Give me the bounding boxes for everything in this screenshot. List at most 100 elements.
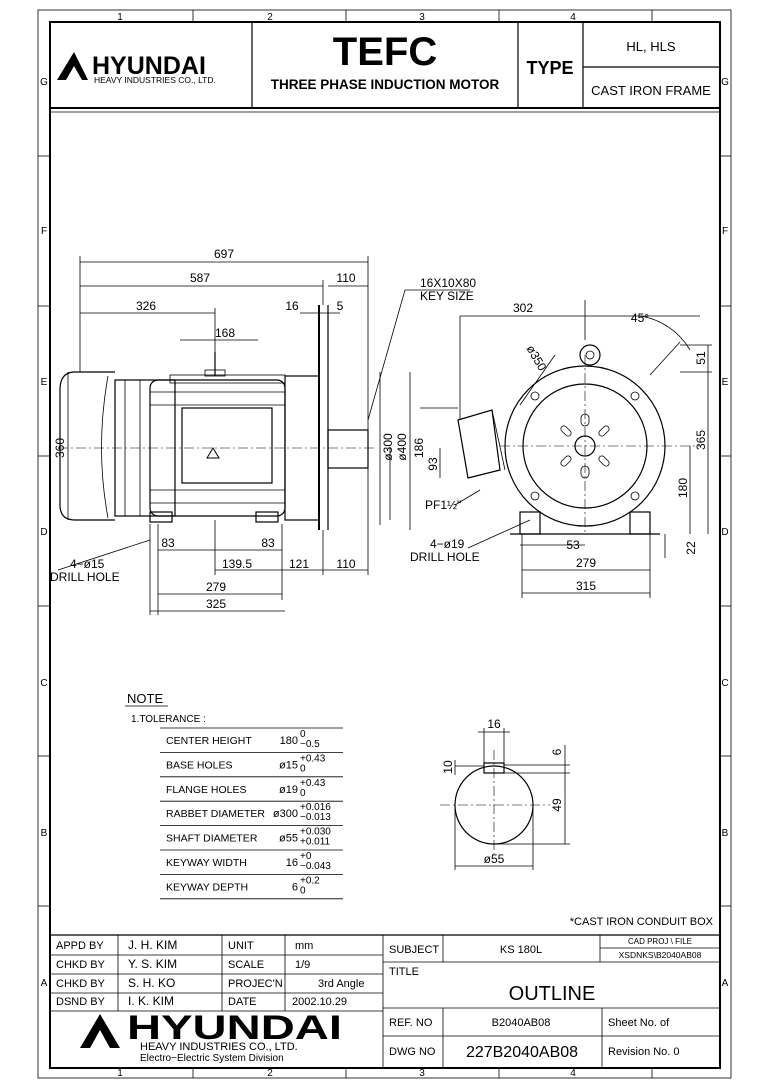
tolerance-value: 6 <box>292 881 298 893</box>
tolerance-upper: +0 <box>300 851 312 862</box>
tolerance-lower: +0.011 <box>300 837 331 848</box>
shaft-dim-16: 16 <box>487 717 501 731</box>
tolerance-value: ø15 <box>279 759 298 771</box>
tolerance-lower: −0.5 <box>300 739 320 750</box>
svg-text:3: 3 <box>419 1068 425 1079</box>
tolerance-upper: +0.2 <box>300 875 320 886</box>
hyundai-logo-icon <box>57 52 88 80</box>
appd-label: APPD BY <box>56 940 104 952</box>
tolerance-lower: 0 <box>300 885 306 896</box>
svg-text:C: C <box>40 678 47 689</box>
tolerance-value: 180 <box>280 735 298 747</box>
svg-text:G: G <box>721 77 729 88</box>
dsnd-label: DSND BY <box>56 996 106 1008</box>
svg-text:D: D <box>721 527 728 538</box>
header-brand: HYUNDAI <box>92 52 206 80</box>
svg-text:1: 1 <box>117 12 123 23</box>
dim-110-bottom: 110 <box>336 557 355 571</box>
chkd2-label: CHKD BY <box>56 978 106 990</box>
cast-iron-note: *CAST IRON CONDUIT BOX <box>570 916 714 928</box>
end-hole-sub: DRILL HOLE <box>410 550 480 564</box>
tolerance-label: RABBET DIAMETER <box>166 808 265 820</box>
svg-text:3: 3 <box>419 12 425 23</box>
header-type-label: TYPE <box>526 58 573 78</box>
dim-325: 325 <box>206 597 226 611</box>
shaft-dim-10: 10 <box>441 760 455 774</box>
header-frame: CAST IRON FRAME <box>591 83 711 98</box>
dim-45deg: 45° <box>631 311 649 325</box>
warning-triangle-icon <box>206 447 220 459</box>
revision-no: Revision No. 0 <box>608 1046 680 1058</box>
svg-text:F: F <box>41 226 47 237</box>
dim-279-side: 279 <box>206 580 226 594</box>
svg-text:F: F <box>722 226 728 237</box>
svg-text:1: 1 <box>117 1068 123 1079</box>
svg-text:G: G <box>40 77 48 88</box>
dim-83-left: 83 <box>161 536 175 550</box>
header-product-sub: THREE PHASE INDUCTION MOTOR <box>271 77 500 92</box>
subject-value: KS 180L <box>500 944 542 956</box>
tolerance-label: FLANGE HOLES <box>166 784 247 796</box>
unit-label: UNIT <box>228 940 254 952</box>
date-value: 2002.10.29 <box>292 996 347 1008</box>
chkd1-value: Y. S. KIM <box>128 957 177 971</box>
proj-value: 3rd Angle <box>318 978 364 990</box>
header-type-value: HL, HLS <box>626 39 675 54</box>
end-view: 302 45° ø350 51 365 93 180 22 53 279 315… <box>410 300 712 598</box>
dim-302: 302 <box>513 301 533 315</box>
chkd1-label: CHKD BY <box>56 959 106 971</box>
tolerance-label: SHAFT DIAMETER <box>166 833 258 845</box>
svg-text:A: A <box>41 978 48 989</box>
title-label: TITLE <box>389 966 419 978</box>
dwg-label: DWG NO <box>389 1046 436 1058</box>
inner-frame <box>49 21 721 1069</box>
subject-label: SUBJECT <box>389 944 439 956</box>
tolerance-label: CENTER HEIGHT <box>166 735 252 747</box>
side-view: 697 587 110 326 16 5 168 360 ø300 ø400 1… <box>50 247 476 615</box>
dim-360: 360 <box>53 438 67 458</box>
scale-label: SCALE <box>228 959 264 971</box>
proj-label: PROJEC'N <box>228 978 283 990</box>
dim-279-end: 279 <box>576 556 596 570</box>
shaft-dim-49: 49 <box>550 798 564 812</box>
svg-text:4: 4 <box>570 12 576 23</box>
note-subtitle: 1.TOLERANCE : <box>131 714 206 725</box>
header-brand-sub: HEAVY INDUSTRIES CO., LTD. <box>94 75 216 85</box>
chkd2-value: S. H. KO <box>128 976 175 990</box>
dim-51: 51 <box>694 351 708 365</box>
dim-110-top: 110 <box>336 271 355 285</box>
pf-label: PF1½" <box>425 498 461 512</box>
svg-text:2: 2 <box>267 12 273 23</box>
tolerance-upper: 0 <box>300 729 306 740</box>
tolerance-value: ø19 <box>279 784 298 796</box>
bottom-brand-sub2: Electro−Electric System Division <box>140 1053 284 1064</box>
tolerance-upper: +0.030 <box>300 827 331 838</box>
shaft-dim-6: 6 <box>550 748 564 755</box>
dim-83-right: 83 <box>261 536 275 550</box>
dim-139-5: 139.5 <box>222 557 252 571</box>
dwg-value: 227B2040AB08 <box>466 1044 578 1061</box>
dim-5: 5 <box>337 299 344 313</box>
tolerance-lower: −0.013 <box>300 812 331 823</box>
dim-186: 186 <box>412 438 426 458</box>
ref-label: REF. NO <box>389 1017 433 1029</box>
svg-text:2: 2 <box>267 1068 273 1079</box>
cad-value: XSDNKS\B2040AB08 <box>619 950 702 960</box>
dim-315: 315 <box>576 579 596 593</box>
tolerance-label: KEYWAY DEPTH <box>166 881 248 893</box>
drawing-title: OUTLINE <box>509 983 596 1005</box>
dim-168: 168 <box>215 326 235 340</box>
dim-53: 53 <box>566 538 580 552</box>
svg-text:D: D <box>40 527 47 538</box>
key-size-value: 16X10X80 <box>420 276 476 290</box>
dim-93: 93 <box>426 457 440 471</box>
svg-text:4: 4 <box>570 1068 576 1079</box>
date-label: DATE <box>228 996 257 1008</box>
dim-22: 22 <box>684 541 698 555</box>
header-product: TEFC <box>333 30 437 74</box>
tolerance-value: ø55 <box>279 833 298 845</box>
cad-head: CAD PROJ \ FILE <box>628 937 692 946</box>
